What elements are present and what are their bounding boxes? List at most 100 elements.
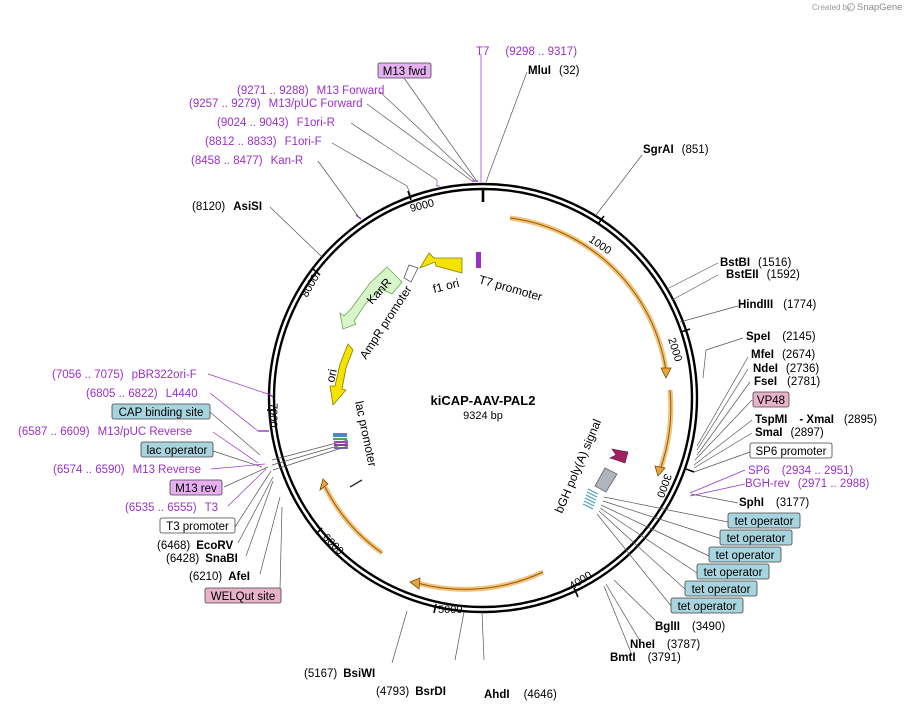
bgh-polya-label: bGH poly(A) signal: [552, 417, 604, 515]
primer-m13-forward: M13 Forward: [317, 85, 385, 97]
svg-text:tet operator: tet operator: [727, 533, 786, 545]
welqut-site-box: WELQut site: [204, 587, 282, 604]
enzyme-spei: SpeI: [746, 331, 770, 343]
tick-mark: [685, 468, 695, 473]
m13-fwd-box: M13 fwd: [377, 62, 432, 79]
primer-labels: T7(9298 .. 9317) (9271 .. 9288)M13 Forwa…: [18, 46, 870, 514]
svg-text:tet operator: tet operator: [735, 516, 794, 528]
t7-promoter-mark: [476, 252, 481, 268]
enzyme-label: BglII(3490): [655, 621, 725, 633]
lac-operator-mark: [333, 438, 347, 440]
enzyme-label: SphI(3177): [739, 497, 809, 509]
primer-f1ori-r: F1ori-R: [297, 117, 335, 129]
tet-operator-box: tet operator: [696, 563, 770, 580]
tet-operator-marks: [582, 488, 599, 510]
tick-mark: [597, 215, 605, 225]
orange-feature-2-arrowhead: [654, 465, 666, 477]
sp6-promoter-box: SP6 promoter: [749, 442, 833, 459]
enzyme-label: SgrAI(851): [643, 144, 709, 156]
enzyme-label: (6428)SnaBI: [166, 553, 238, 565]
enzyme-sgrai: SgrAI: [643, 144, 674, 156]
svg-text:M13 fwd: M13 fwd: [383, 66, 426, 78]
tick-label-5000: 5000: [438, 604, 462, 616]
plasmid-name: kiCAP-AAV-PAL2: [431, 393, 536, 408]
vp48-box: VP48: [752, 391, 790, 408]
backbone-outer-strand: [267, 182, 699, 614]
boxed-labels: M13 fwd CAP binding site lac operator M1…: [111, 62, 833, 614]
tet-operator-box: tet operator: [719, 529, 793, 546]
enzyme-bstbi: BstBI: [720, 257, 750, 269]
primer-label: (6574 .. 6590)M13 Reverse: [53, 464, 201, 476]
tick-mark: [433, 603, 437, 614]
enzyme-label: SpeI(2145): [746, 331, 816, 343]
primer-bgh-rev: BGH-rev: [745, 478, 790, 490]
tick-label-2000: 2000: [665, 336, 684, 363]
enzyme-fsei: FseI: [754, 376, 777, 388]
tick-label-9000: 9000: [409, 197, 436, 215]
primer-label: (8812 .. 8833)F1ori-F: [205, 136, 322, 148]
orange-feature-1-line: [509, 217, 667, 372]
primer-sp6: SP6: [748, 465, 770, 477]
primer-label: (6805 .. 6822)L4440: [86, 388, 198, 400]
f1-ori-arrow: [419, 252, 463, 274]
ori-label: ori: [323, 368, 339, 384]
enzyme-bglii: BglII: [655, 621, 680, 633]
svg-text:VP48: VP48: [757, 395, 785, 407]
enzyme-label: SmaI(2897): [755, 427, 824, 439]
snapgene-logo-icon: [846, 2, 856, 12]
tet-operator-box: tet operator: [684, 580, 758, 597]
svg-text:tet operator: tet operator: [716, 550, 775, 562]
cap-site-mark: [333, 433, 347, 437]
primer-label: (6587 .. 6609)M13/pUC Reverse: [18, 426, 192, 438]
primer-pbr322ori-f: pBR322ori-F: [132, 369, 197, 381]
primer-label: BGH-rev(2971 .. 2988): [745, 478, 870, 490]
enzyme-label: TspMI- XmaI(2895): [755, 414, 877, 426]
t7-promoter-label: T7 promoter: [477, 272, 544, 303]
svg-text:tet operator: tet operator: [704, 567, 763, 579]
plasmid-size: 9324 bp: [463, 410, 503, 422]
lac-promoter-label: lac promoter: [352, 400, 380, 468]
leader-lines: [207, 54, 753, 664]
enzyme-label: (6468)EcoRV: [157, 540, 233, 552]
enzyme-label: MluI(32): [528, 65, 580, 77]
bgh-polya-mark: [594, 467, 618, 493]
tick-mark: [407, 190, 412, 201]
enzyme-bsrdi: BsrDI: [415, 686, 446, 698]
snapgene-credit: Created by SnapGene: [812, 2, 902, 13]
enzyme-snabi: SnaBI: [205, 553, 238, 565]
bgh-region-marks: [582, 448, 629, 510]
primer-label: SP6(2934 .. 2951): [748, 465, 854, 477]
enzyme-label: (5167)BsiWI: [304, 668, 375, 680]
primer-l4440: L4440: [166, 388, 198, 400]
svg-text:tet operator: tet operator: [692, 584, 751, 596]
tet-operator-box: tet operator: [670, 597, 744, 614]
ampr-promoter-arrow: [403, 264, 419, 283]
orange-feature-3-line: [416, 571, 544, 590]
backbone: [267, 182, 699, 614]
primer-label: (8458 .. 8477)Kan-R: [191, 155, 303, 167]
enzyme-mlui: MluI: [528, 65, 551, 77]
svg-text:SP6 promoter: SP6 promoter: [756, 446, 827, 458]
tick-mark: [573, 587, 579, 598]
lac-operator-box: lac operator: [140, 441, 214, 458]
enzyme-ahdi: AhdI: [484, 689, 510, 701]
enzyme-nhei: NheI: [630, 639, 655, 651]
enzyme-label: AhdI(4646): [484, 689, 557, 701]
lac-promoter-mark: [349, 479, 363, 488]
inner-features: [329, 252, 463, 406]
svg-text:lac operator: lac operator: [147, 445, 208, 457]
primer-f1ori-f: F1ori-F: [285, 136, 322, 148]
orange-feature-3-arrowhead: [409, 577, 421, 590]
brand-text: SnapGene: [857, 2, 902, 13]
credit-text: Created by: [812, 3, 851, 12]
primer-kan-r: Kan-R: [271, 155, 304, 167]
enzyme-label: (6210)AfeI: [189, 571, 250, 583]
enzyme-label: (8120)AsiSI: [192, 201, 262, 213]
tick-mark: [315, 527, 323, 535]
svg-text:CAP binding site: CAP binding site: [119, 407, 204, 419]
primer-label: (9257 .. 9279)M13/pUC Forward: [189, 98, 363, 110]
t3-promoter-box: T3 promoter: [159, 517, 236, 534]
enzyme-label: BmtI(3791): [610, 652, 681, 664]
enzyme-bsteii: BstEII: [726, 269, 759, 281]
